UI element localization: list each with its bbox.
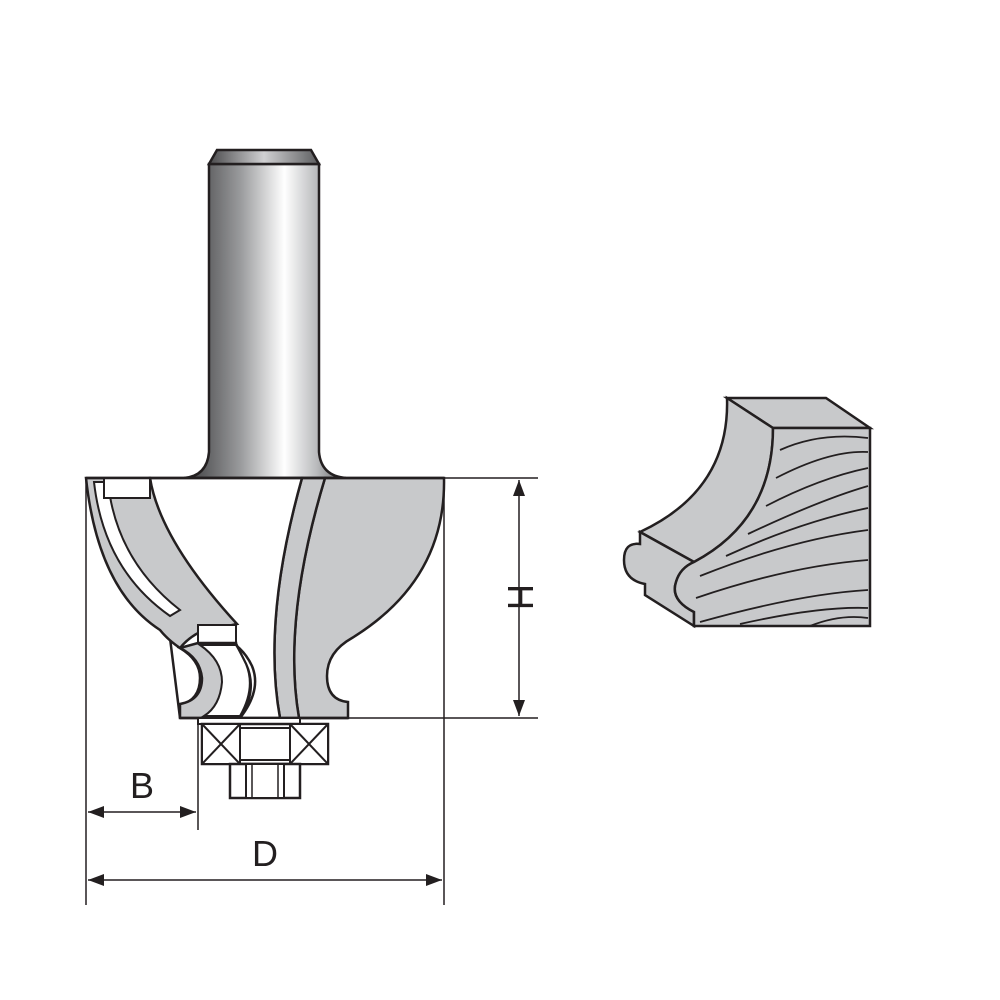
cutter-bead-inner	[196, 644, 251, 717]
h-arrow-top	[513, 480, 525, 496]
dimension-lines	[85, 477, 538, 905]
profile-sample	[622, 395, 875, 629]
h-label: H	[500, 584, 541, 610]
d-arrow-right	[426, 874, 442, 886]
profile-grain-lines	[695, 435, 869, 627]
shank	[183, 148, 347, 480]
cutter-body	[84, 476, 446, 720]
h-arrow-bottom	[513, 700, 525, 716]
cutter-edge-highlight	[92, 481, 182, 618]
shank-body	[183, 162, 347, 480]
bearing-hub	[239, 727, 291, 761]
profile-end-grain	[673, 426, 872, 628]
d-label: D	[252, 833, 278, 874]
cutter-notch-bottom	[197, 624, 237, 644]
bearing	[197, 717, 330, 800]
dimension-arrows	[88, 480, 525, 886]
cutter-body-right	[292, 476, 446, 720]
b-arrow-left	[88, 806, 104, 818]
shank-chamfer	[206, 148, 322, 166]
b-arrow-right	[180, 806, 196, 818]
b-label: B	[130, 765, 154, 806]
d-arrow-left	[88, 874, 104, 886]
cutter-notch-top	[103, 477, 151, 499]
